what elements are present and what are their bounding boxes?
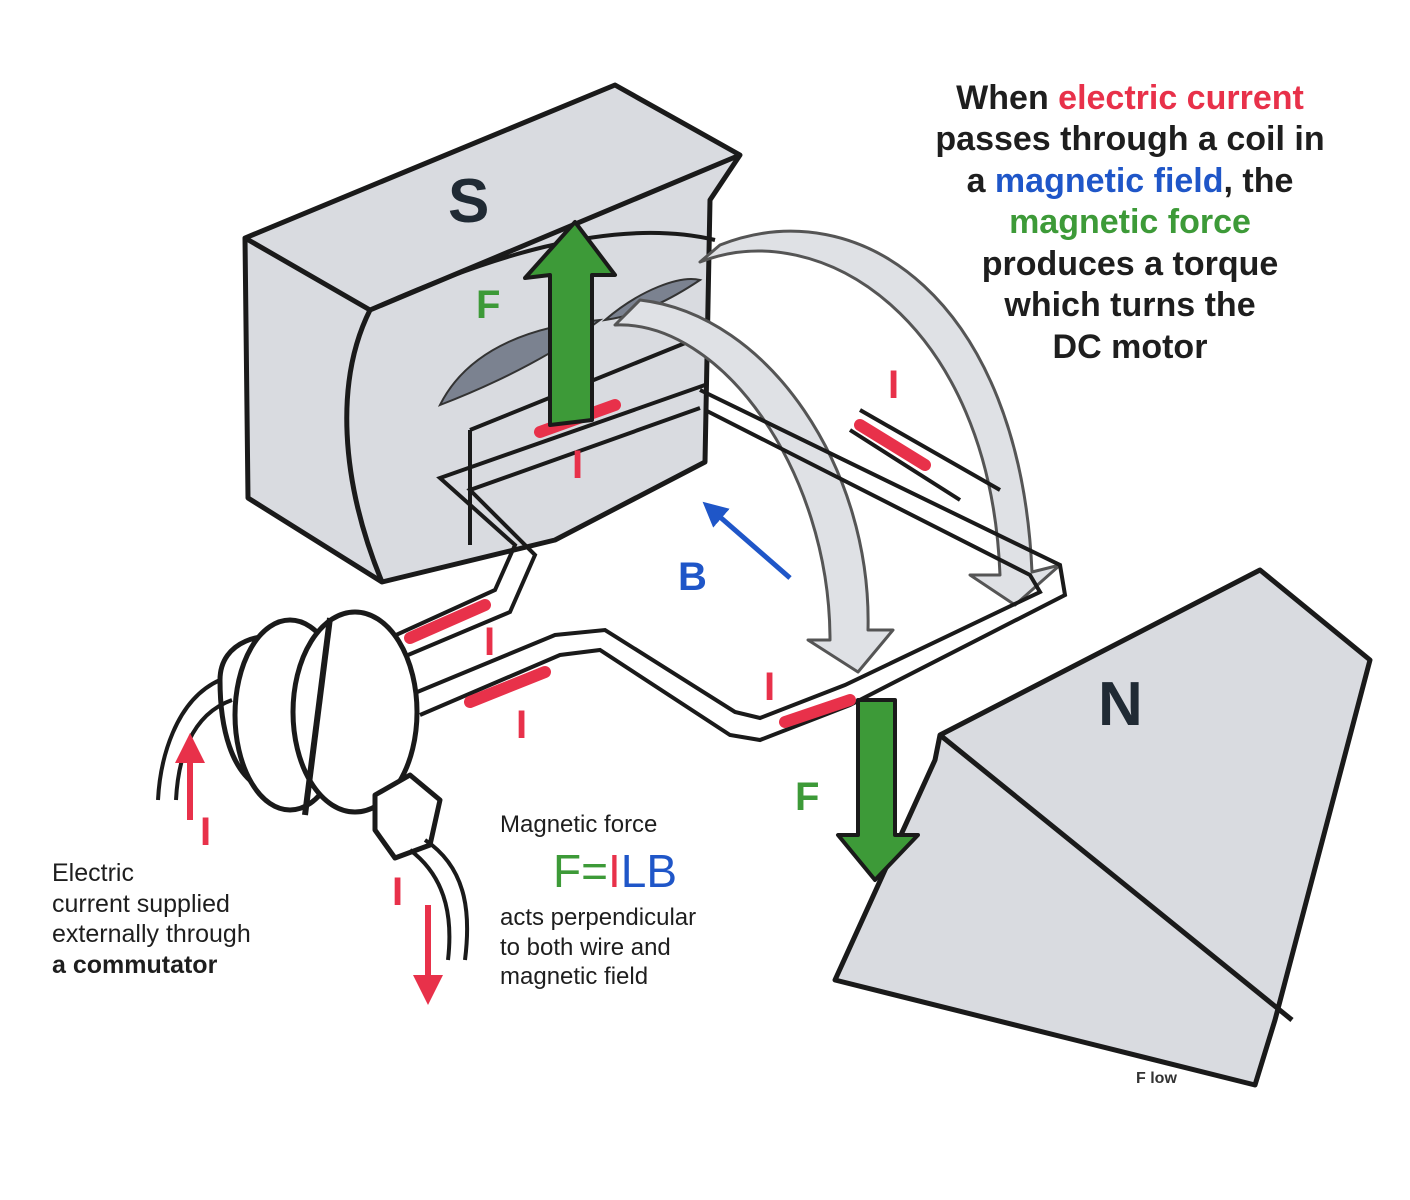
south-pole-label: S xyxy=(448,167,489,236)
force-arrow-down xyxy=(836,698,920,882)
current-label-in: I xyxy=(200,810,211,854)
coil-wire xyxy=(384,383,1068,743)
force-label-top: F xyxy=(476,283,500,327)
magnetic-field-term: magnetic field xyxy=(994,161,1224,200)
rotation-arrows xyxy=(613,229,1062,674)
commutator-caption: Electric current supplied externally thr… xyxy=(52,859,251,979)
current-label-1: I xyxy=(572,443,583,487)
north-magnet: N xyxy=(832,567,1373,1088)
current-label-5: I xyxy=(764,665,775,709)
field-label: B xyxy=(678,555,707,599)
top-caption: When electric current passes through a c… xyxy=(870,78,1390,368)
force-formula: F=ILB xyxy=(552,845,677,898)
force-label-bottom: F xyxy=(795,775,819,819)
force-caption: Magnetic force F=ILB acts perpendicular … xyxy=(500,810,830,991)
b-field-arrow xyxy=(702,501,792,580)
commutator xyxy=(217,609,443,861)
credit-text: F low xyxy=(1136,1070,1177,1087)
current-label-out: I xyxy=(392,870,403,914)
current-label-2: I xyxy=(888,363,899,407)
north-pole-label: N xyxy=(1098,670,1143,739)
electric-current-term: electric current xyxy=(1058,79,1304,117)
current-label-3: I xyxy=(484,620,495,664)
force-arrow-up xyxy=(523,220,617,427)
current-label-4: I xyxy=(516,703,527,747)
magnetic-force-term: magnetic force xyxy=(1009,203,1251,242)
south-magnet: S xyxy=(242,82,743,585)
